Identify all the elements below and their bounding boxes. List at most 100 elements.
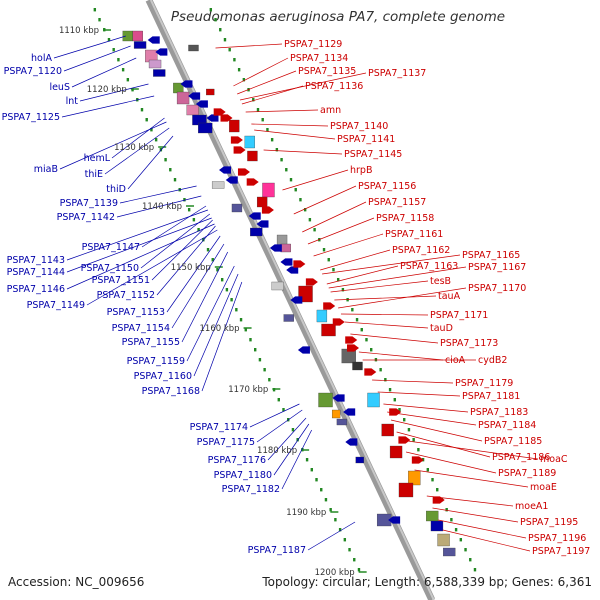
leader-line bbox=[111, 117, 165, 159]
tick-label: 1120 kbp bbox=[87, 85, 127, 95]
left-gene-label: PSPA7_1154 bbox=[112, 323, 170, 334]
gene-arrow bbox=[220, 114, 233, 122]
track-dot bbox=[282, 408, 285, 412]
gene-block bbox=[153, 69, 166, 77]
track-dot bbox=[426, 468, 430, 472]
left-gene-label: PSPA7_1160 bbox=[134, 371, 192, 382]
right-gene-label: PSPA7_1158 bbox=[376, 213, 434, 224]
right-gene-label: PSPA7_1134 bbox=[290, 53, 348, 64]
track-dot bbox=[237, 68, 241, 72]
gene-block bbox=[426, 510, 439, 522]
track-dot bbox=[299, 198, 302, 202]
leader-line bbox=[396, 431, 491, 458]
track-dot bbox=[216, 268, 219, 272]
track-dot bbox=[270, 138, 274, 142]
leader-line bbox=[79, 83, 149, 102]
gene-block bbox=[244, 135, 255, 149]
leader-line bbox=[233, 57, 289, 87]
leader-line bbox=[282, 169, 349, 191]
track-dot bbox=[370, 348, 373, 352]
left-gene-label: PSPA7_1180 bbox=[214, 470, 272, 481]
track-dot bbox=[357, 568, 361, 572]
track-dot bbox=[93, 8, 97, 12]
gene-block bbox=[381, 423, 394, 437]
right-gene-label: PSPA7_1170 bbox=[468, 283, 526, 294]
right-gene-label: PSPA7_1179 bbox=[455, 378, 513, 389]
right-gene-label: PSPA7_1185 bbox=[484, 436, 542, 447]
map-title: Pseudomonas aeruginosa PA7, complete gen… bbox=[170, 9, 506, 25]
track-dot bbox=[140, 108, 144, 112]
right-gene-label: PSPA7_1197 bbox=[532, 546, 590, 557]
leader-line bbox=[249, 403, 300, 428]
right-gene-label: PSPA7_1140 bbox=[330, 121, 388, 132]
leader-line bbox=[256, 409, 303, 443]
tick-label: 1160 kbp bbox=[200, 324, 240, 334]
leader-line bbox=[405, 451, 497, 474]
right-gene-label: moaE bbox=[530, 482, 557, 493]
track-dot bbox=[285, 168, 288, 172]
right-gene-label: moeA1 bbox=[515, 501, 548, 512]
left-gene-label: PSPA7_1144 bbox=[7, 267, 65, 278]
gene-block bbox=[231, 203, 243, 213]
gene-block bbox=[430, 520, 444, 532]
leader-line bbox=[372, 379, 454, 384]
gene-block bbox=[398, 482, 414, 498]
right-gene-label: PSPA7_1189 bbox=[498, 468, 556, 479]
left-gene-label: PSPA7_1125 bbox=[2, 112, 60, 123]
track-dot bbox=[280, 158, 283, 162]
left-gene-label: PSPA7_1120 bbox=[4, 66, 62, 77]
track-dot bbox=[353, 558, 356, 562]
track-dot bbox=[225, 288, 229, 292]
track-dot bbox=[275, 148, 279, 152]
left-gene-label: PSPA7_1153 bbox=[107, 307, 165, 318]
leader-line bbox=[116, 195, 202, 218]
right-gene-label: PSPA7_1195 bbox=[520, 517, 578, 528]
gene-arrow bbox=[293, 260, 306, 268]
leader-line bbox=[326, 265, 399, 285]
right-gene-label: PSPA7_1157 bbox=[368, 197, 426, 208]
gene-block bbox=[206, 88, 215, 96]
leader-line bbox=[237, 70, 297, 95]
tick-label: 1190 kbp bbox=[286, 508, 326, 518]
right-gene-label: PSPA7_1173 bbox=[440, 338, 498, 349]
track-dot bbox=[351, 308, 354, 312]
right-gene-label: PSPA7_1184 bbox=[478, 420, 536, 431]
track-dot bbox=[223, 38, 227, 42]
leader-line bbox=[66, 223, 215, 290]
track-dot bbox=[219, 28, 222, 32]
left-gene-label: PSPA7_1176 bbox=[208, 455, 266, 466]
left-gene-label: PSPA7_1182 bbox=[222, 484, 280, 495]
leader-line bbox=[254, 129, 336, 140]
gene-block bbox=[336, 418, 348, 426]
leader-line bbox=[320, 249, 391, 271]
track-dot bbox=[202, 238, 205, 242]
leader-line bbox=[273, 423, 310, 476]
gene-arrow bbox=[147, 36, 160, 44]
leader-line bbox=[426, 495, 514, 507]
right-gene-label: PSPA7_1145 bbox=[344, 149, 402, 160]
track-dot bbox=[450, 518, 453, 522]
gene-block bbox=[367, 392, 380, 408]
genome-summary-text: Topology: circular; Length: 6,588,339 bp… bbox=[262, 575, 592, 589]
track-dot bbox=[315, 478, 318, 482]
leader-line bbox=[166, 235, 221, 313]
leader-line bbox=[334, 295, 437, 301]
leader-line bbox=[245, 109, 319, 113]
right-gene-label: PSPA7_1129 bbox=[284, 39, 342, 50]
left-gene-label: PSPA7_1143 bbox=[7, 255, 65, 266]
leader-line bbox=[267, 417, 307, 461]
right-gene-label: PSPA7_1167 bbox=[468, 262, 526, 273]
leader-line bbox=[86, 229, 218, 306]
track-dot bbox=[121, 68, 125, 72]
gene-arrow bbox=[195, 100, 208, 108]
tick-label: 1150 kbp bbox=[171, 263, 211, 273]
track-dot bbox=[154, 138, 158, 142]
track-dot bbox=[294, 188, 297, 192]
leader-line bbox=[281, 429, 312, 490]
gene-arrow bbox=[256, 220, 269, 228]
leader-line bbox=[66, 209, 209, 261]
gene-block bbox=[316, 309, 328, 323]
gene-block bbox=[271, 281, 284, 291]
tick-label: 1130 kbp bbox=[114, 143, 154, 153]
